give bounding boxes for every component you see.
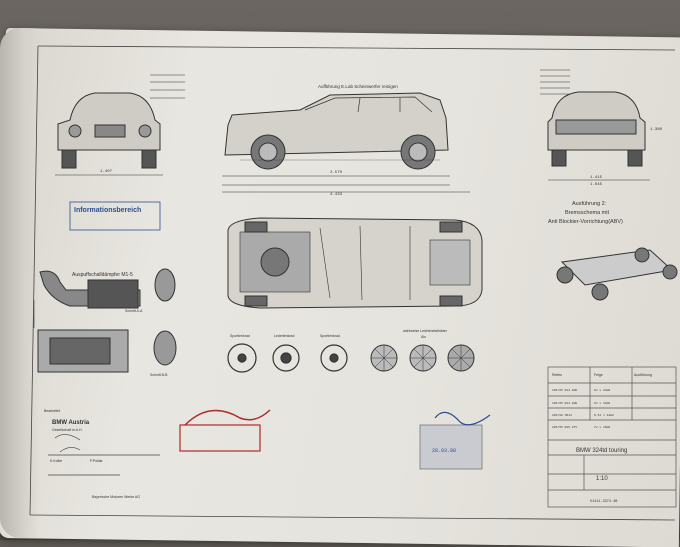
brake-section-label-3: Anti Blockier-Vorrichtung(ABV) [548,219,623,225]
wheel-label: wahlweise Leichtmetallräder [403,329,448,333]
company-name: BMW Austria [52,420,90,426]
steering-wheel-1 [227,343,257,373]
table-header-rim: Felge [594,373,603,377]
brake-section-label-1: Ausführung 2: [572,201,607,207]
signature-area [48,434,160,476]
car-rear-view [540,69,650,181]
rim-row-4: 7J x 15H2 [594,426,610,429]
drawing-scale: 1:10 [596,476,608,482]
steering-wheel-2 [272,344,300,372]
dim-track-front: 1.407 [100,170,113,174]
lock-section-b: Schnitt B-B [150,373,168,377]
alloy-wheel-2 [409,344,437,372]
car-front-view [55,74,185,176]
rim-row-3: 6.5J x 14H2 [594,414,614,417]
part-number: 51211-3374-4B [590,500,617,504]
tire-row-2: 195/65 R14 88H [552,401,577,405]
alloy-wheel-1 [370,344,398,372]
gray-date-stamp [419,424,483,470]
address-line: Bayerische Motoren Werke AG [92,495,140,499]
dim-track-rear: 1.415 [590,176,603,180]
steering-label-1: Sportlenkrad [230,334,250,338]
red-signature [184,409,271,426]
top-label: Aufführung E.Lab Scheinwerfer reinigen [318,84,398,89]
company-sub: Gesellschaft m.b.H. [52,428,83,432]
steering-wheel-3 [320,344,348,372]
border-bottom-line [29,514,676,521]
car-side-view [222,92,470,193]
info-stamp-title: Informationsbereich [74,207,141,214]
sig-label-left: Bearbeitet [44,409,60,413]
tire-row-4: 205/55 R15 87V [552,425,577,429]
steering-label-3: Sportlenkrad [320,334,340,338]
steering-label-2: Lederlenkrad [274,334,294,338]
rim-row-1: 6J x 14H2 [594,389,610,392]
dim-height: 1.380 [650,128,663,132]
paper-roll-curl [0,28,40,538]
table-header-tire: Reifen [552,373,562,377]
drawing-title: BMW 324td touring [576,448,627,454]
border-top-line [37,45,676,51]
red-approval-stamp [179,424,261,452]
rim-row-2: 6J x 14H2 [594,402,610,405]
blue-signature [434,411,491,426]
dim-wheelbase: 2.570 [330,171,343,175]
alloy-wheel-3 [447,344,475,372]
abs-brake-schematic [556,247,678,301]
stamp-date: 28.03.88 [432,448,456,454]
info-stamp [69,201,161,231]
tire-row-1: 195/65 R14 88H [552,388,577,392]
sig-name-1: K.Kolbe [50,459,62,463]
wheel-label-2: Alu [421,335,426,339]
lock-section-a: Schnitt A-A [125,309,143,313]
exhaust-drawing [33,268,177,373]
sig-name-2: P.Pollak [90,459,103,463]
car-top-view [227,217,483,309]
exhaust-section-label: Auspuffschalldämpfer M1-5 [72,272,133,278]
table-header-version: Ausführung [634,373,652,377]
border-left-line [29,45,39,516]
dim-width: 1.645 [590,183,603,187]
dim-total-length: 4.433 [330,193,343,197]
brake-section-label-2: Bremsschema mit [565,210,609,216]
tire-row-3: 205/60 VR14 [552,413,572,417]
title-block [547,366,677,508]
